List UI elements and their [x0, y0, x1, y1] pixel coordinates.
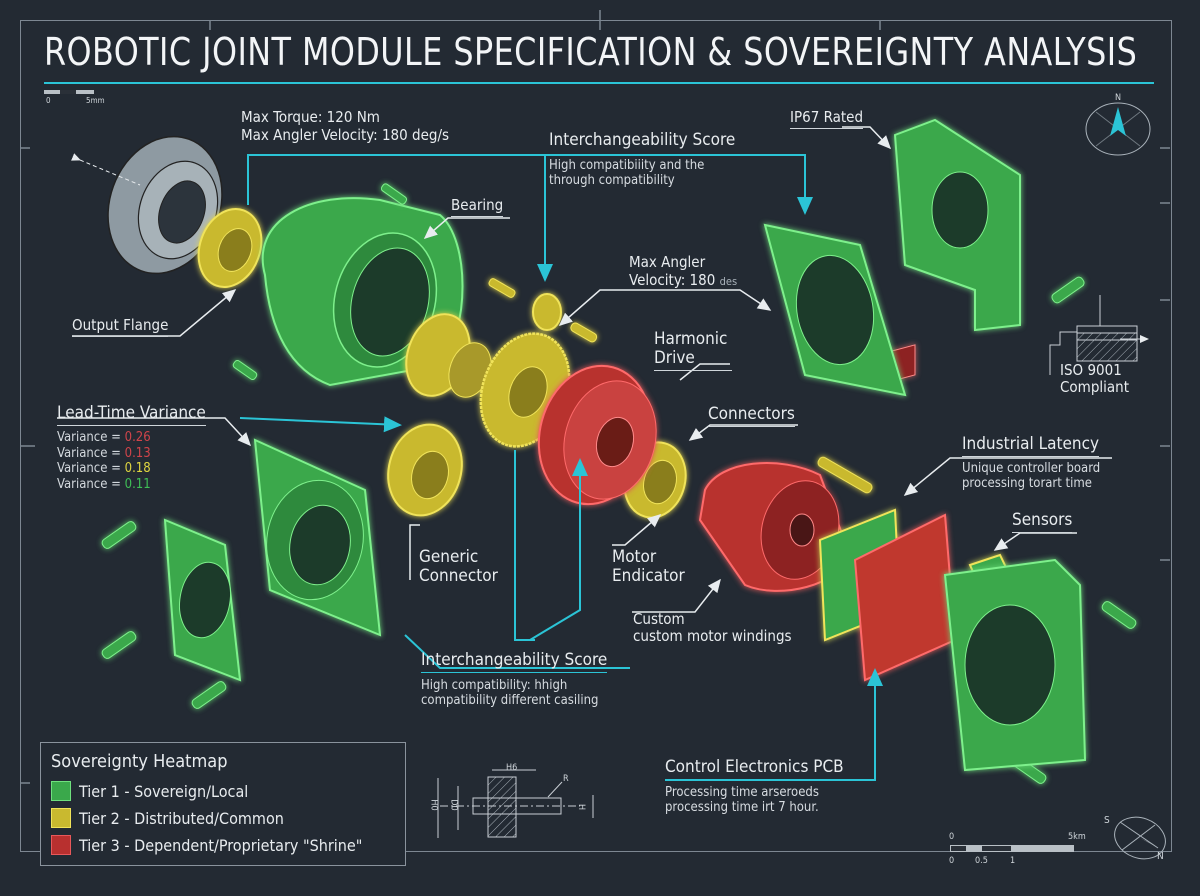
output-flange-label: Output Flange — [72, 317, 169, 337]
variance-row: Variance = 0.11 — [57, 476, 151, 492]
motor-endicator-label: Motor Endicator — [612, 548, 685, 586]
scale-bottom-t1: 0.5 — [975, 856, 988, 866]
iso-section-drawing — [1049, 295, 1149, 375]
custom-label: Custom custom motor windings — [633, 611, 792, 645]
max-angler-unit: des — [719, 275, 738, 288]
sovereignty-legend: Sovereignty Heatmap Tier 1 - Sovereign/L… — [40, 742, 406, 866]
variance-value: 0.26 — [124, 430, 151, 445]
legend-label: Tier 1 - Sovereign/Local — [79, 781, 249, 801]
screws — [101, 183, 1137, 784]
white-leader-lines — [57, 126, 1112, 613]
variance-row: Variance = 0.26 — [57, 430, 151, 445]
variance-list: Variance = 0.26 Variance = 0.13 Variance… — [57, 430, 151, 492]
control-pcb-line1: Processing time arseroeds — [665, 785, 819, 800]
harmonic-drive-line2: Drive — [654, 349, 732, 371]
interchangeability-bottom-desc: High compatibility: hhigh compatibility … — [421, 678, 598, 708]
dim-h6: H6 — [506, 763, 518, 773]
scale-top-start: 0 — [46, 96, 51, 105]
harmonic-drive-line1: Harmonic — [654, 329, 728, 349]
interchangeability-bottom-line1: High compatibility: hhigh — [421, 678, 568, 693]
lead-time-title: Lead-Time Variance — [57, 404, 206, 426]
interchangeability-top-desc: High compatibiiity and the through compa… — [549, 158, 704, 188]
industrial-latency-line2: processing torart time — [962, 476, 1092, 491]
dim-h: H — [576, 803, 587, 811]
variance-row: Variance = 0.18 — [57, 461, 151, 476]
legend-title: Sovereignty Heatmap — [51, 751, 228, 772]
dim-d0: D0 — [448, 799, 459, 811]
interchangeability-bottom-line2: compatibility different casiling — [421, 693, 599, 708]
generic-connector-line2: Connector — [419, 566, 498, 586]
iso-line2: Compliant — [1060, 378, 1130, 396]
legend-label: Tier 3 - Dependent/Proprietary "Shrine" — [79, 835, 363, 855]
custom-line1: Custom — [633, 610, 685, 628]
control-pcb-title: Control Electronics PCB — [665, 758, 844, 780]
compass-top — [1085, 102, 1151, 156]
bearing-label: Bearing — [451, 197, 504, 217]
motor-part — [698, 462, 852, 592]
cyan-leader-lines — [239, 154, 883, 781]
max-torque-label: Max Torque: 120 Nm — [241, 108, 380, 126]
connectors-label: Connectors — [708, 405, 795, 427]
industrial-latency-desc: Unique controller board processing torar… — [962, 461, 1100, 491]
specs-block: Max Torque: 120 Nm Max Angler Velocity: … — [241, 108, 449, 144]
generic-connector-line1: Generic — [419, 547, 479, 567]
scale-bottom-t0: 0 — [949, 856, 955, 866]
motor-endicator-line1: Motor — [612, 547, 657, 567]
generic-connector-label: Generic Connector — [419, 548, 498, 586]
motor-endicator-line2: Endicator — [612, 566, 685, 586]
iso-line1: ISO 9001 — [1060, 361, 1122, 379]
right-flange-part — [763, 118, 1087, 772]
interchangeability-top-line2: through compatibility — [549, 173, 675, 188]
interchangeability-top-title: Interchangeability Score — [549, 130, 736, 150]
output-flange-part — [71, 135, 223, 275]
variance-value: 0.13 — [124, 445, 151, 461]
harmonic-drive-label: Harmonic Drive — [654, 330, 732, 371]
max-angler-line2: Velocity: 180 — [629, 271, 716, 289]
legend-item-tier1: Tier 1 - Sovereign/Local — [51, 781, 248, 801]
compass-bottom-n: N — [1157, 851, 1164, 862]
max-angler-line1: Max Angler — [629, 253, 706, 271]
page-title: ROBOTIC JOINT MODULE SPECIFICATION & SOV… — [44, 30, 1138, 74]
max-angler-label: Max Angler Velocity: 180 des — [629, 253, 737, 291]
ip67-label: IP67 Rated — [790, 109, 864, 129]
compass-bottom-s: S — [1104, 815, 1110, 826]
control-pcb-desc: Processing time arseroeds processing tim… — [665, 785, 819, 815]
dim-h0: H0 — [428, 799, 439, 811]
legend-label: Tier 2 - Distributed/Common — [79, 808, 284, 828]
scale-bottom-end: 5km — [1068, 832, 1086, 842]
custom-line2: custom motor windings — [633, 627, 792, 645]
variance-value: 0.18 — [124, 461, 151, 476]
legend-swatch-red — [51, 835, 71, 855]
industrial-latency-line1: Unique controller board — [962, 461, 1101, 476]
legend-swatch-green — [51, 781, 71, 801]
iso-label: ISO 9001 Compliant — [1060, 362, 1129, 396]
compass-bottom — [1114, 816, 1166, 860]
compass-top-n: N — [1115, 93, 1122, 103]
variance-row: Variance = 0.13 — [57, 445, 151, 461]
scale-top-end: 5mm — [86, 96, 105, 105]
scale-bottom-t2: 1 — [1010, 856, 1016, 866]
legend-item-tier3: Tier 3 - Dependent/Proprietary "Shrine" — [51, 835, 362, 855]
title-rule — [44, 82, 1154, 84]
max-velocity-label: Max Angler Velocity: 180 deg/s — [241, 126, 450, 144]
industrial-latency-title: Industrial Latency — [962, 435, 1100, 457]
scale-bar-top — [44, 90, 94, 94]
variance-value: 0.11 — [124, 476, 151, 492]
drawing-frame — [20, 20, 1172, 852]
interchangeability-top-line1: High compatibiiity and the — [549, 158, 705, 173]
legend-swatch-yellow — [51, 808, 71, 828]
scale-bottom-start: 0 — [949, 832, 955, 842]
interchangeability-bottom-title: Interchangeability Score — [421, 651, 608, 673]
scale-bar-bottom — [950, 845, 1074, 852]
legend-item-tier2: Tier 2 - Distributed/Common — [51, 808, 284, 828]
sensors-label: Sensors — [1012, 511, 1073, 533]
control-pcb-line2: processing time irt 7 hour. — [665, 800, 819, 815]
left-flange-part — [163, 438, 382, 682]
small-bearing-part — [197, 208, 263, 288]
dimension-drawing — [437, 769, 594, 838]
dim-r: R — [563, 774, 569, 784]
